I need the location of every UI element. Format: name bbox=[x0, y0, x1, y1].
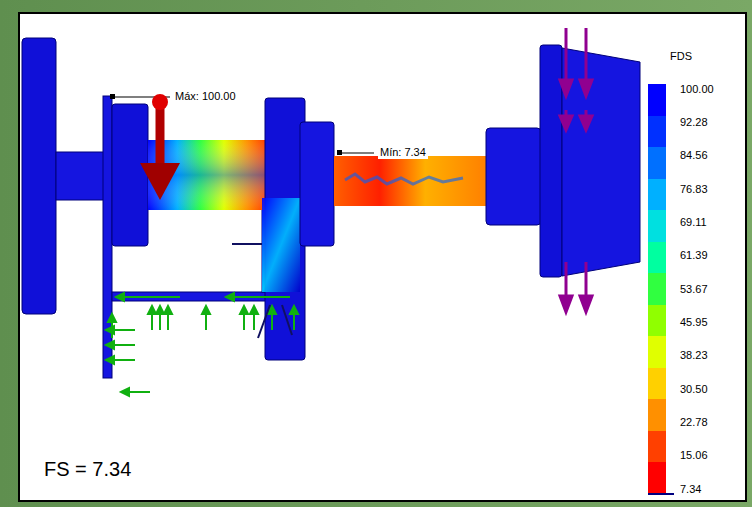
legend-value: 84.56 bbox=[680, 149, 708, 162]
legend-swatch bbox=[648, 336, 666, 368]
legend-value: 92.28 bbox=[680, 116, 708, 129]
legend-swatch bbox=[648, 84, 666, 116]
legend-value: 69.11 bbox=[680, 216, 707, 229]
legend-swatch bbox=[648, 242, 666, 274]
legend-swatch bbox=[648, 462, 666, 494]
legend-swatch bbox=[648, 116, 666, 148]
legend-swatch bbox=[648, 147, 666, 179]
legend-swatch bbox=[648, 273, 666, 305]
legend-value: 7.34 bbox=[680, 483, 701, 496]
legend-swatch bbox=[648, 431, 666, 463]
legend-swatch bbox=[648, 179, 666, 211]
legend-value: 100.00 bbox=[680, 83, 714, 96]
legend-swatch bbox=[648, 399, 666, 431]
legend-value: 30.50 bbox=[680, 383, 708, 396]
legend-value: 76.83 bbox=[680, 183, 708, 196]
legend-value: 22.78 bbox=[680, 416, 708, 429]
legend-swatch bbox=[648, 305, 666, 337]
legend-swatch bbox=[648, 210, 666, 242]
plot-label: Mín: 7.34 bbox=[378, 146, 428, 159]
plot-label: Máx: 100.00 bbox=[173, 90, 238, 103]
legend-value: 15.06 bbox=[680, 449, 708, 462]
legend-value: 53.67 bbox=[680, 283, 708, 296]
legend-value: 38.23 bbox=[680, 349, 708, 362]
plot-label: FS = 7.34 bbox=[44, 458, 131, 481]
legend-value: 45.95 bbox=[680, 316, 708, 329]
legend-value: 61.39 bbox=[680, 249, 708, 262]
legend-swatch bbox=[648, 368, 666, 400]
legend-tick bbox=[648, 493, 674, 495]
plot-label: FDS bbox=[670, 50, 692, 63]
